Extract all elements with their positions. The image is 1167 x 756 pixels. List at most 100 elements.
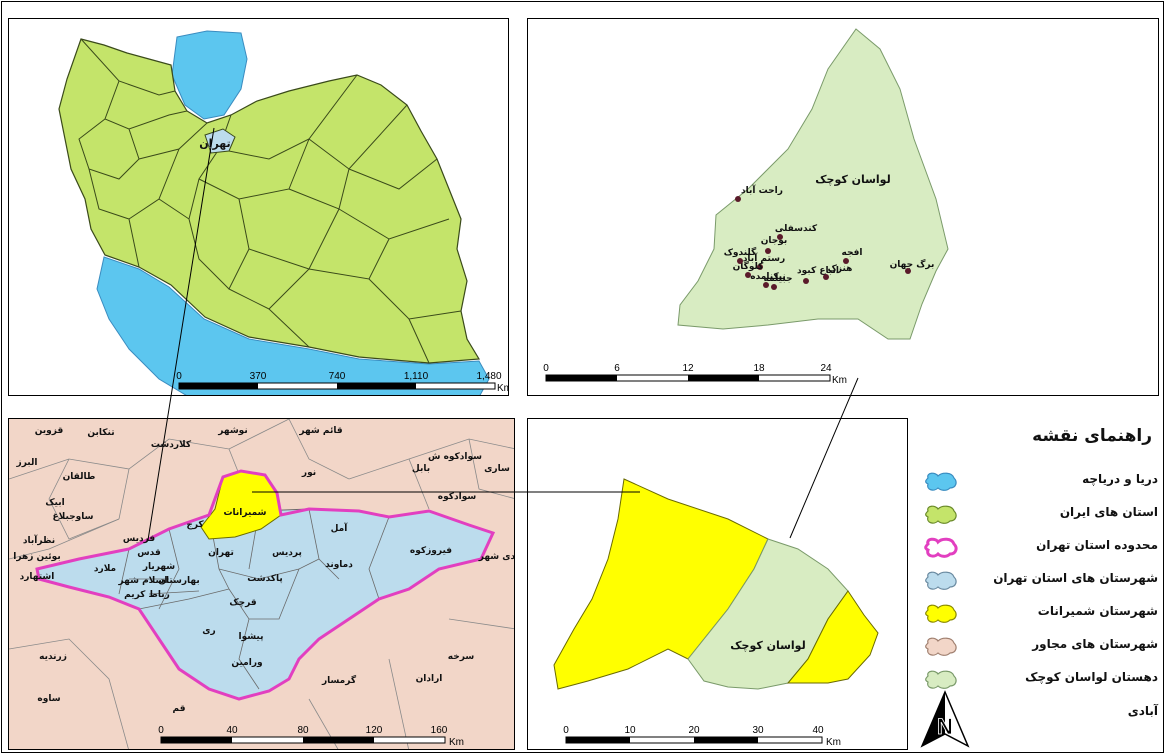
lavasan-area (687, 538, 849, 690)
neighbor-county-label: مهدی شهر (478, 552, 515, 562)
north-arrow-letter: N (937, 714, 953, 739)
legend-item: شهرستان شمیرانات (922, 602, 1158, 626)
legend-swatch-icon (925, 670, 957, 689)
shemiranat-scale-bar: 0 10 20 30 40 Km (563, 725, 841, 748)
district-label: لواسان کوچک (730, 639, 805, 652)
neighbor-county-label: نور (301, 468, 316, 478)
scale-unit: Km (497, 383, 509, 394)
shemiranat-east-area (786, 590, 879, 684)
neighbor-county-label: البرز (16, 458, 38, 468)
scale-tick-0: 0 (176, 371, 182, 382)
shemiranat-west-area (553, 478, 769, 690)
legend-item-label: شهرستان شمیرانات (1037, 604, 1158, 618)
legend-swatch-icon (924, 537, 958, 558)
scale-tick-2: 740 (329, 371, 346, 382)
village-point (803, 278, 809, 284)
scale-tick-4: 40 (812, 725, 824, 736)
county-label: دماوند (325, 560, 353, 570)
scale-tick-1: 10 (624, 725, 636, 736)
village-label: اتباع کبود (797, 266, 839, 276)
tehran-label: تهران (199, 137, 230, 150)
village-label: جبیلمه (764, 274, 793, 284)
iran-overview-panel: تهران 0 370 740 1,110 1,480 Km (8, 18, 509, 396)
legend-item-label: شهرستان های استان تهران (993, 571, 1158, 585)
county-label: ورامین (231, 658, 262, 668)
village-label: برگ جهان (890, 258, 935, 270)
county-label: فیروزکوه (410, 546, 452, 556)
county-label: فردیس (123, 534, 155, 544)
neighbor-county-label: ساوه (37, 694, 60, 704)
neighbor-county-label: کرج (186, 520, 204, 530)
neighbor-county-label: بابل (412, 464, 430, 474)
lavasan-kuchak-district (677, 28, 949, 340)
neighbor-county-label: نظرآباد (23, 534, 55, 546)
village-label: بوجان (761, 236, 788, 246)
scale-tick-0: 0 (543, 363, 549, 374)
scale-tick-1: 6 (614, 363, 620, 374)
map-legend: راهنمای نقشه دریا و دریاچه استان های ایرا… (918, 420, 1158, 750)
county-label: پیشوا (239, 632, 264, 642)
legend-title: راهنمای نقشه (1032, 426, 1152, 446)
neighbor-county-label: زرندیه (39, 652, 67, 662)
neighbor-county-label: قائم شهر (298, 426, 342, 436)
legend-swatch-icon (925, 505, 957, 524)
county-label: تهران (208, 548, 234, 558)
village-point (757, 264, 763, 270)
neighbor-county-label: ابیک (45, 498, 64, 508)
village-point (843, 258, 849, 264)
village-point (765, 248, 771, 254)
legend-item: استان های ایران (922, 503, 1158, 527)
neighbor-county-label: گرمسار (321, 674, 357, 686)
scale-tick-3: 18 (753, 363, 765, 374)
scale-tick-3: 1,110 (404, 371, 429, 382)
caspian-sea (171, 30, 248, 120)
neighbor-county-label: بوئین زهرا (13, 552, 60, 562)
scale-tick-4: 1,480 (476, 371, 501, 382)
scale-unit: Km (826, 737, 841, 748)
village-label: افجه (842, 248, 863, 258)
north-arrow-icon: N (920, 690, 970, 748)
county-boundaries (118, 508, 390, 690)
county-label: قرچک (229, 598, 256, 608)
county-label: شمیرانات (223, 508, 266, 518)
scale-tick-2: 20 (688, 725, 700, 736)
neighbor-county-label: آمل (331, 522, 349, 534)
village-point (735, 196, 741, 202)
village-point (905, 268, 911, 274)
county-label: شهریار (142, 562, 175, 572)
iran-map: تهران 0 370 740 1,110 1,480 Km (58, 30, 509, 395)
county-label: ری (202, 626, 215, 636)
legend-item-label: آبادی (1127, 704, 1158, 718)
scale-tick-0: 0 (158, 725, 164, 736)
legend-item: دریا و دریاچه (922, 470, 1158, 494)
scale-tick-0: 0 (563, 725, 569, 736)
county-label: پاکدشت (247, 574, 283, 584)
scale-tick-4: 160 (431, 725, 448, 736)
legend-item-label: استان های ایران (1059, 505, 1158, 519)
legend-item-label: دهستان لواسان کوچک (1025, 670, 1158, 684)
neighbor-county-label: ارادان (416, 674, 443, 684)
iran-landmass (58, 38, 481, 364)
neighbor-county-label: قم (173, 704, 186, 714)
neighbor-county-label: ساری (484, 464, 510, 474)
village-label: هنزک (828, 264, 853, 274)
neighbor-county-label: سرخه (448, 652, 475, 662)
neighbor-county-label: سوادکوه ش (428, 452, 482, 462)
village-label: رستم آباد (743, 252, 785, 264)
neighbor-county-label: تنکابن (87, 428, 114, 438)
neighbor-boundaries (9, 419, 514, 749)
neighbor-county-label: کلاردشت (151, 440, 192, 450)
legend-item: شهرستان های استان تهران (922, 569, 1158, 593)
county-label: بهارستان (158, 576, 199, 586)
village-label: گلندوک (724, 246, 757, 258)
scale-tick-4: 24 (820, 363, 832, 374)
shemiranat-panel: لواسان کوچک 0 10 20 30 40 Km (527, 418, 908, 750)
county-label: پردیس (272, 548, 302, 558)
village-label: نیکنامده (750, 272, 785, 282)
district-label: لواسان کوچک (815, 173, 890, 186)
